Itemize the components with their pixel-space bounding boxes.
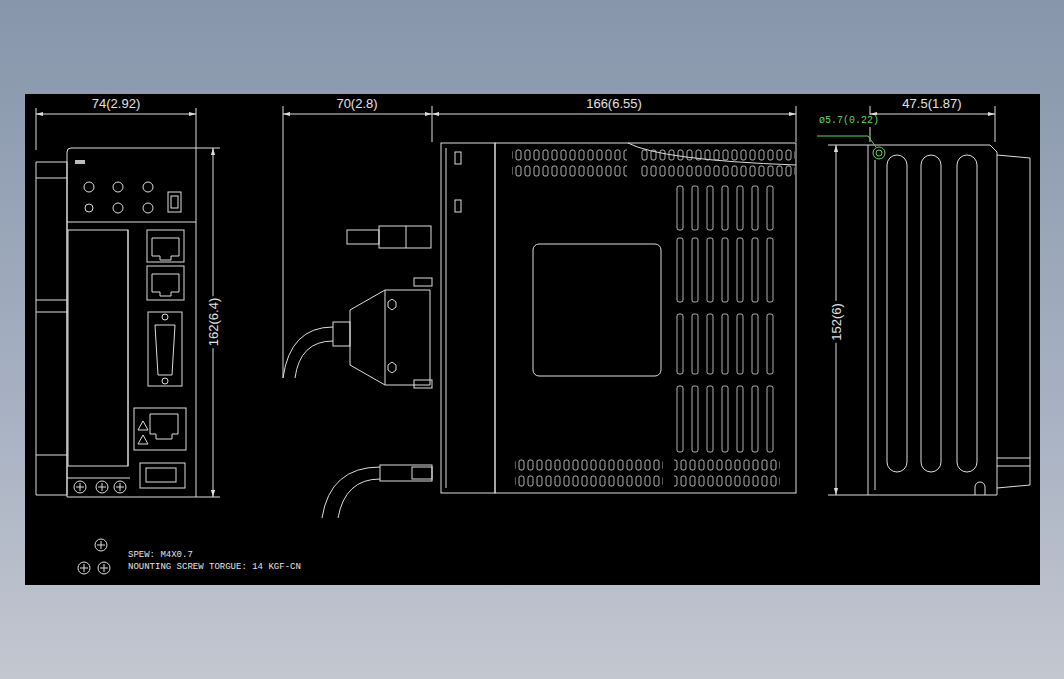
diameter-callout: ø5.7(0.22)	[817, 115, 881, 127]
dimension-label: 166(6.55)	[584, 96, 644, 111]
side-view	[283, 106, 796, 518]
note-text: NOUNTING SCREW TORGUE: 14 KGF-CN	[126, 562, 303, 573]
note-text: SPEW: M4X0.7	[126, 550, 195, 561]
drawing-sheet	[25, 94, 1040, 585]
dimension-label: 162(6.4)	[206, 296, 221, 348]
dimension-label: 152(6)	[829, 301, 844, 343]
dimension-label: 47.5(1.87)	[900, 96, 963, 111]
dimension-label: 70(2.8)	[334, 96, 379, 111]
ground-symbols	[78, 539, 110, 574]
front-view	[36, 108, 220, 497]
dimension-label: 74(2.92)	[90, 96, 142, 111]
end-view	[817, 106, 1030, 495]
